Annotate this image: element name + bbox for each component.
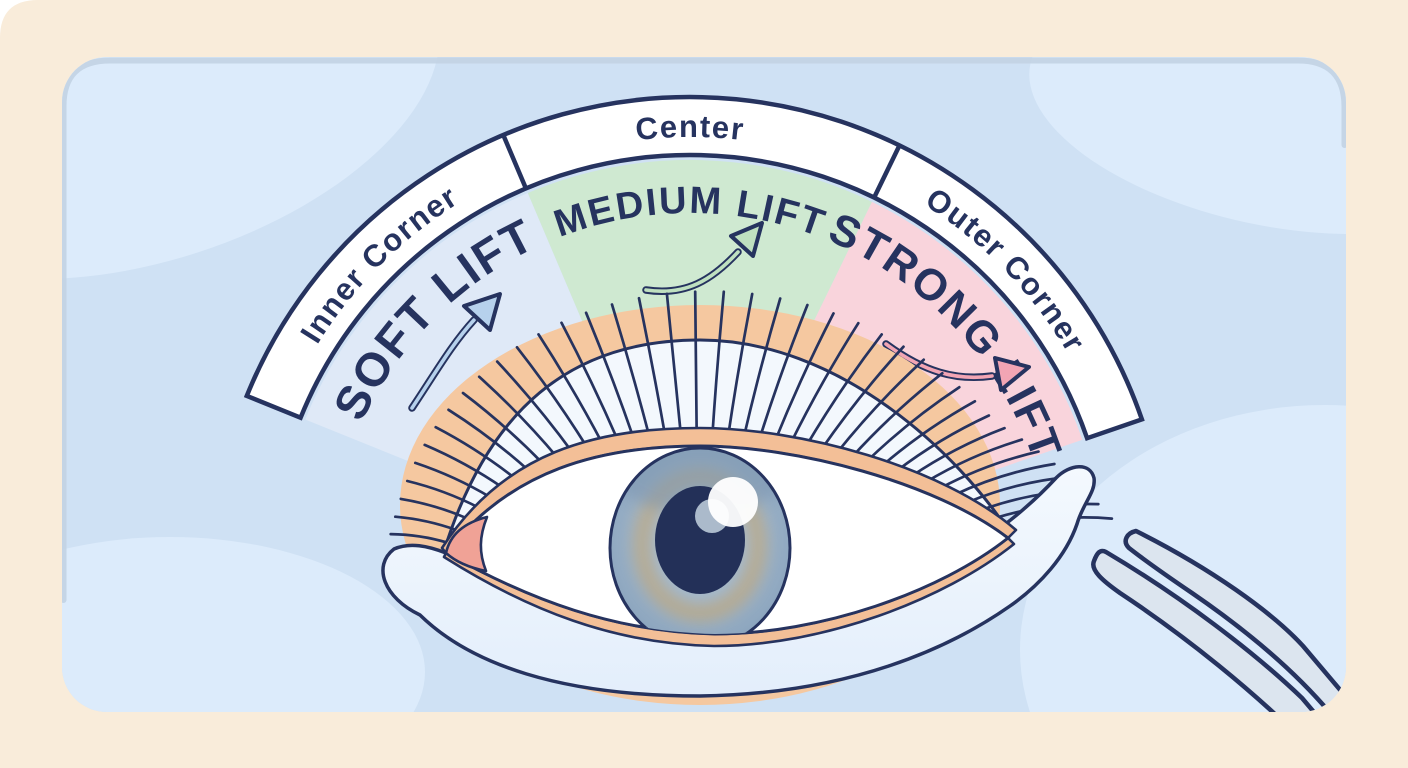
- eyelash: [924, 438, 1024, 484]
- eyelash: [560, 321, 621, 444]
- eyelash: [610, 303, 652, 440]
- eyelash: [434, 425, 518, 481]
- blob: [1029, 57, 1346, 235]
- eyelash: [399, 497, 470, 521]
- eyelash: [804, 333, 884, 449]
- soft-lift-arrow-icon: [408, 292, 502, 412]
- eyelash: [537, 333, 605, 447]
- iris: [610, 448, 790, 634]
- iris-outline: [608, 446, 792, 634]
- eyelash: [834, 358, 926, 456]
- medium-lift-arrow-icon: [642, 221, 764, 295]
- blob: [62, 57, 440, 280]
- eyelash: [909, 426, 1006, 478]
- eyelash: [495, 360, 575, 455]
- eyelash: [773, 312, 835, 444]
- eyelash: [757, 303, 809, 442]
- eyelash: [952, 462, 1056, 497]
- eyelash: [637, 296, 667, 439]
- tweezers-lower-arm: [1091, 548, 1327, 712]
- eyelash: [938, 450, 1040, 490]
- band-label-center: Center: [634, 109, 747, 147]
- tweezers-upper-arm: [1123, 528, 1346, 712]
- eyelash: [413, 461, 493, 499]
- eye-illustration: [381, 290, 1114, 705]
- blob: [62, 537, 425, 712]
- eyelash: [742, 297, 782, 440]
- eyelash: [865, 385, 961, 464]
- eyelash: [393, 515, 459, 532]
- eyelash: [477, 375, 560, 460]
- eyelash: [515, 345, 590, 451]
- eyelash: [880, 399, 977, 468]
- eyelash: [850, 371, 944, 459]
- eyelash: [423, 443, 505, 490]
- eyelash: [894, 414, 991, 473]
- tear-duct: [444, 515, 489, 573]
- blob: [1020, 405, 1346, 712]
- eyelash: [788, 321, 860, 446]
- band-divider: [872, 144, 902, 199]
- eyelash: [584, 311, 636, 442]
- band-divider: [501, 134, 528, 190]
- eyelash: [389, 532, 449, 545]
- eye-highlight: [708, 477, 758, 527]
- eyelash: [819, 345, 905, 452]
- eyelash: [405, 479, 481, 510]
- eyelash: [665, 292, 683, 438]
- panel-bevel: [62, 57, 1346, 603]
- eyelash: [693, 290, 699, 438]
- eyelash: [726, 292, 754, 439]
- tweezers-icon: [1091, 528, 1346, 712]
- eyelash: [710, 290, 726, 438]
- eyelash: [447, 408, 532, 473]
- eyelash: [461, 391, 546, 466]
